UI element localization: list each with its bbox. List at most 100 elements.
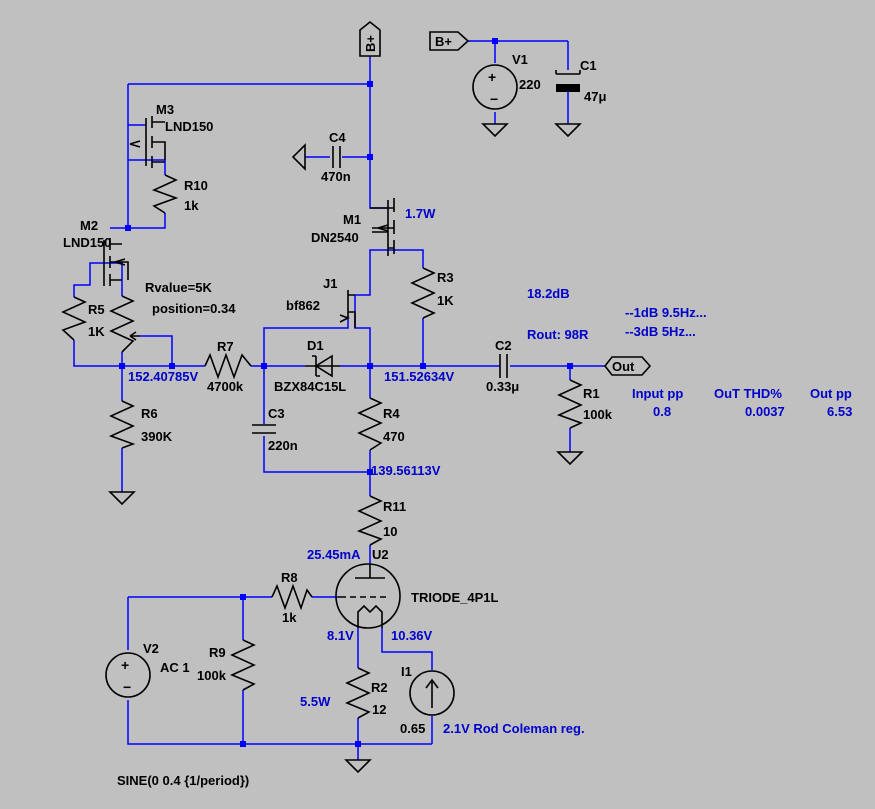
r11-value: 10 xyxy=(383,524,397,539)
pot-param2: position=0.34 xyxy=(152,301,236,316)
u2-triode xyxy=(335,563,401,629)
input-pp-value: 0.8 xyxy=(653,404,671,419)
v2-name: V2 xyxy=(143,641,159,656)
r9-resistor xyxy=(229,639,256,691)
voltage-pot: 152.40785V xyxy=(128,369,198,384)
m2-mosfet xyxy=(103,238,129,286)
out-label: Out xyxy=(612,359,635,374)
c4-value: 470n xyxy=(321,169,351,184)
voltage-r4-node: 139.56113V xyxy=(371,463,441,478)
r2-name: R2 xyxy=(371,680,388,695)
r5-value: 1K xyxy=(88,324,105,339)
ground-symbols xyxy=(108,123,584,774)
out-pp-label: Out pp xyxy=(810,386,852,401)
svg-text:+: + xyxy=(488,69,496,85)
r4-name: R4 xyxy=(383,406,400,421)
c1-name: C1 xyxy=(580,58,597,73)
out-pp-value: 6.53 xyxy=(827,404,852,419)
c3-name: C3 xyxy=(268,406,285,421)
r2-resistor xyxy=(344,667,371,719)
r4-value: 470 xyxy=(383,429,405,444)
pot-param1: Rvalue=5K xyxy=(145,280,212,295)
j1-name: J1 xyxy=(323,276,337,291)
r11-name: R11 xyxy=(383,499,406,514)
r11-resistor xyxy=(356,495,383,546)
d1-name: D1 xyxy=(307,338,324,353)
v2-value: AC 1 xyxy=(160,660,190,675)
r9-name: R9 xyxy=(209,645,226,660)
v1-source: + − xyxy=(472,64,518,110)
junctions xyxy=(119,38,573,747)
u2-value: TRIODE_4P1L xyxy=(411,590,498,605)
r10-value: 1k xyxy=(184,198,199,213)
bw3-annotation: --3dB 5Hz... xyxy=(625,324,696,339)
svg-text:−: − xyxy=(123,679,131,695)
r7-name: R7 xyxy=(217,339,234,354)
r2-value: 12 xyxy=(372,702,386,717)
c1-value: 47μ xyxy=(584,89,606,104)
j1-value: bf862 xyxy=(286,298,320,313)
bplus-port-vertical: B+ xyxy=(359,20,381,57)
r5-name: R5 xyxy=(88,302,105,317)
d1-value: BZX84C15L xyxy=(274,379,346,394)
m1-name: M1 xyxy=(343,212,361,227)
i1-name: I1 xyxy=(401,664,412,679)
r8-name: R8 xyxy=(281,570,298,585)
c2-name: C2 xyxy=(495,338,512,353)
wires xyxy=(73,40,605,760)
c3-capacitor xyxy=(252,424,276,434)
r10-resistor xyxy=(151,174,179,214)
potentiometer xyxy=(109,295,140,353)
voltage-out-node: 151.52634V xyxy=(384,369,454,384)
m3-name: M3 xyxy=(156,102,174,117)
r1-value: 100k xyxy=(583,407,613,422)
grid-voltage: 8.1V xyxy=(327,628,354,643)
r8-value: 1k xyxy=(282,610,297,625)
c2-capacitor xyxy=(499,354,508,378)
m3-value: LND150 xyxy=(165,119,213,134)
gain-annotation: 18.2dB xyxy=(527,286,570,301)
sine-directive: SINE(0 0.4 {1/period}) xyxy=(117,773,249,788)
d1-zener xyxy=(305,354,340,378)
r6-value: 390K xyxy=(141,429,173,444)
v1-value: 220 xyxy=(519,77,541,92)
bplus-label: B+ xyxy=(435,34,452,49)
thd-value: 0.0037 xyxy=(745,404,785,419)
filament-voltage: 10.36V xyxy=(391,628,433,643)
m2-value: LND150 xyxy=(63,235,111,250)
r1-name: R1 xyxy=(583,386,600,401)
v2-source: + − xyxy=(105,652,151,698)
m1-value: DN2540 xyxy=(311,230,359,245)
c4-capacitor xyxy=(332,146,341,168)
m2-name: M2 xyxy=(80,218,98,233)
v1-name: V1 xyxy=(512,52,528,67)
r3-resistor xyxy=(410,267,436,319)
i1-current-source xyxy=(409,670,455,716)
r10-name: R10 xyxy=(184,178,208,193)
i1-value: 0.65 xyxy=(400,721,425,736)
r5-resistor xyxy=(61,296,88,341)
m1-power: 1.7W xyxy=(405,206,436,221)
r3-name: R3 xyxy=(437,270,454,285)
rout-annotation: Rout: 98R xyxy=(527,327,589,342)
r7-resistor xyxy=(204,352,252,380)
r1-resistor xyxy=(556,379,584,429)
svg-text:−: − xyxy=(490,91,498,107)
bplus-label-vertical: B+ xyxy=(363,35,378,52)
c4-name: C4 xyxy=(329,130,346,145)
m3-mosfet xyxy=(129,116,166,168)
svg-text:+: + xyxy=(121,657,129,673)
regulator-note: 2.1V Rod Coleman reg. xyxy=(443,721,585,736)
r7-value: 4700k xyxy=(207,379,244,394)
c3-value: 220n xyxy=(268,438,298,453)
j1-jfet xyxy=(339,290,356,328)
bw1-annotation: --1dB 9.5Hz... xyxy=(625,305,707,320)
r6-name: R6 xyxy=(141,406,158,421)
r8-resistor xyxy=(271,583,313,611)
bplus-port: B+ xyxy=(429,31,470,51)
c2-value: 0.33μ xyxy=(486,379,519,394)
out-port: Out xyxy=(603,356,652,376)
u2-name: U2 xyxy=(372,547,389,562)
